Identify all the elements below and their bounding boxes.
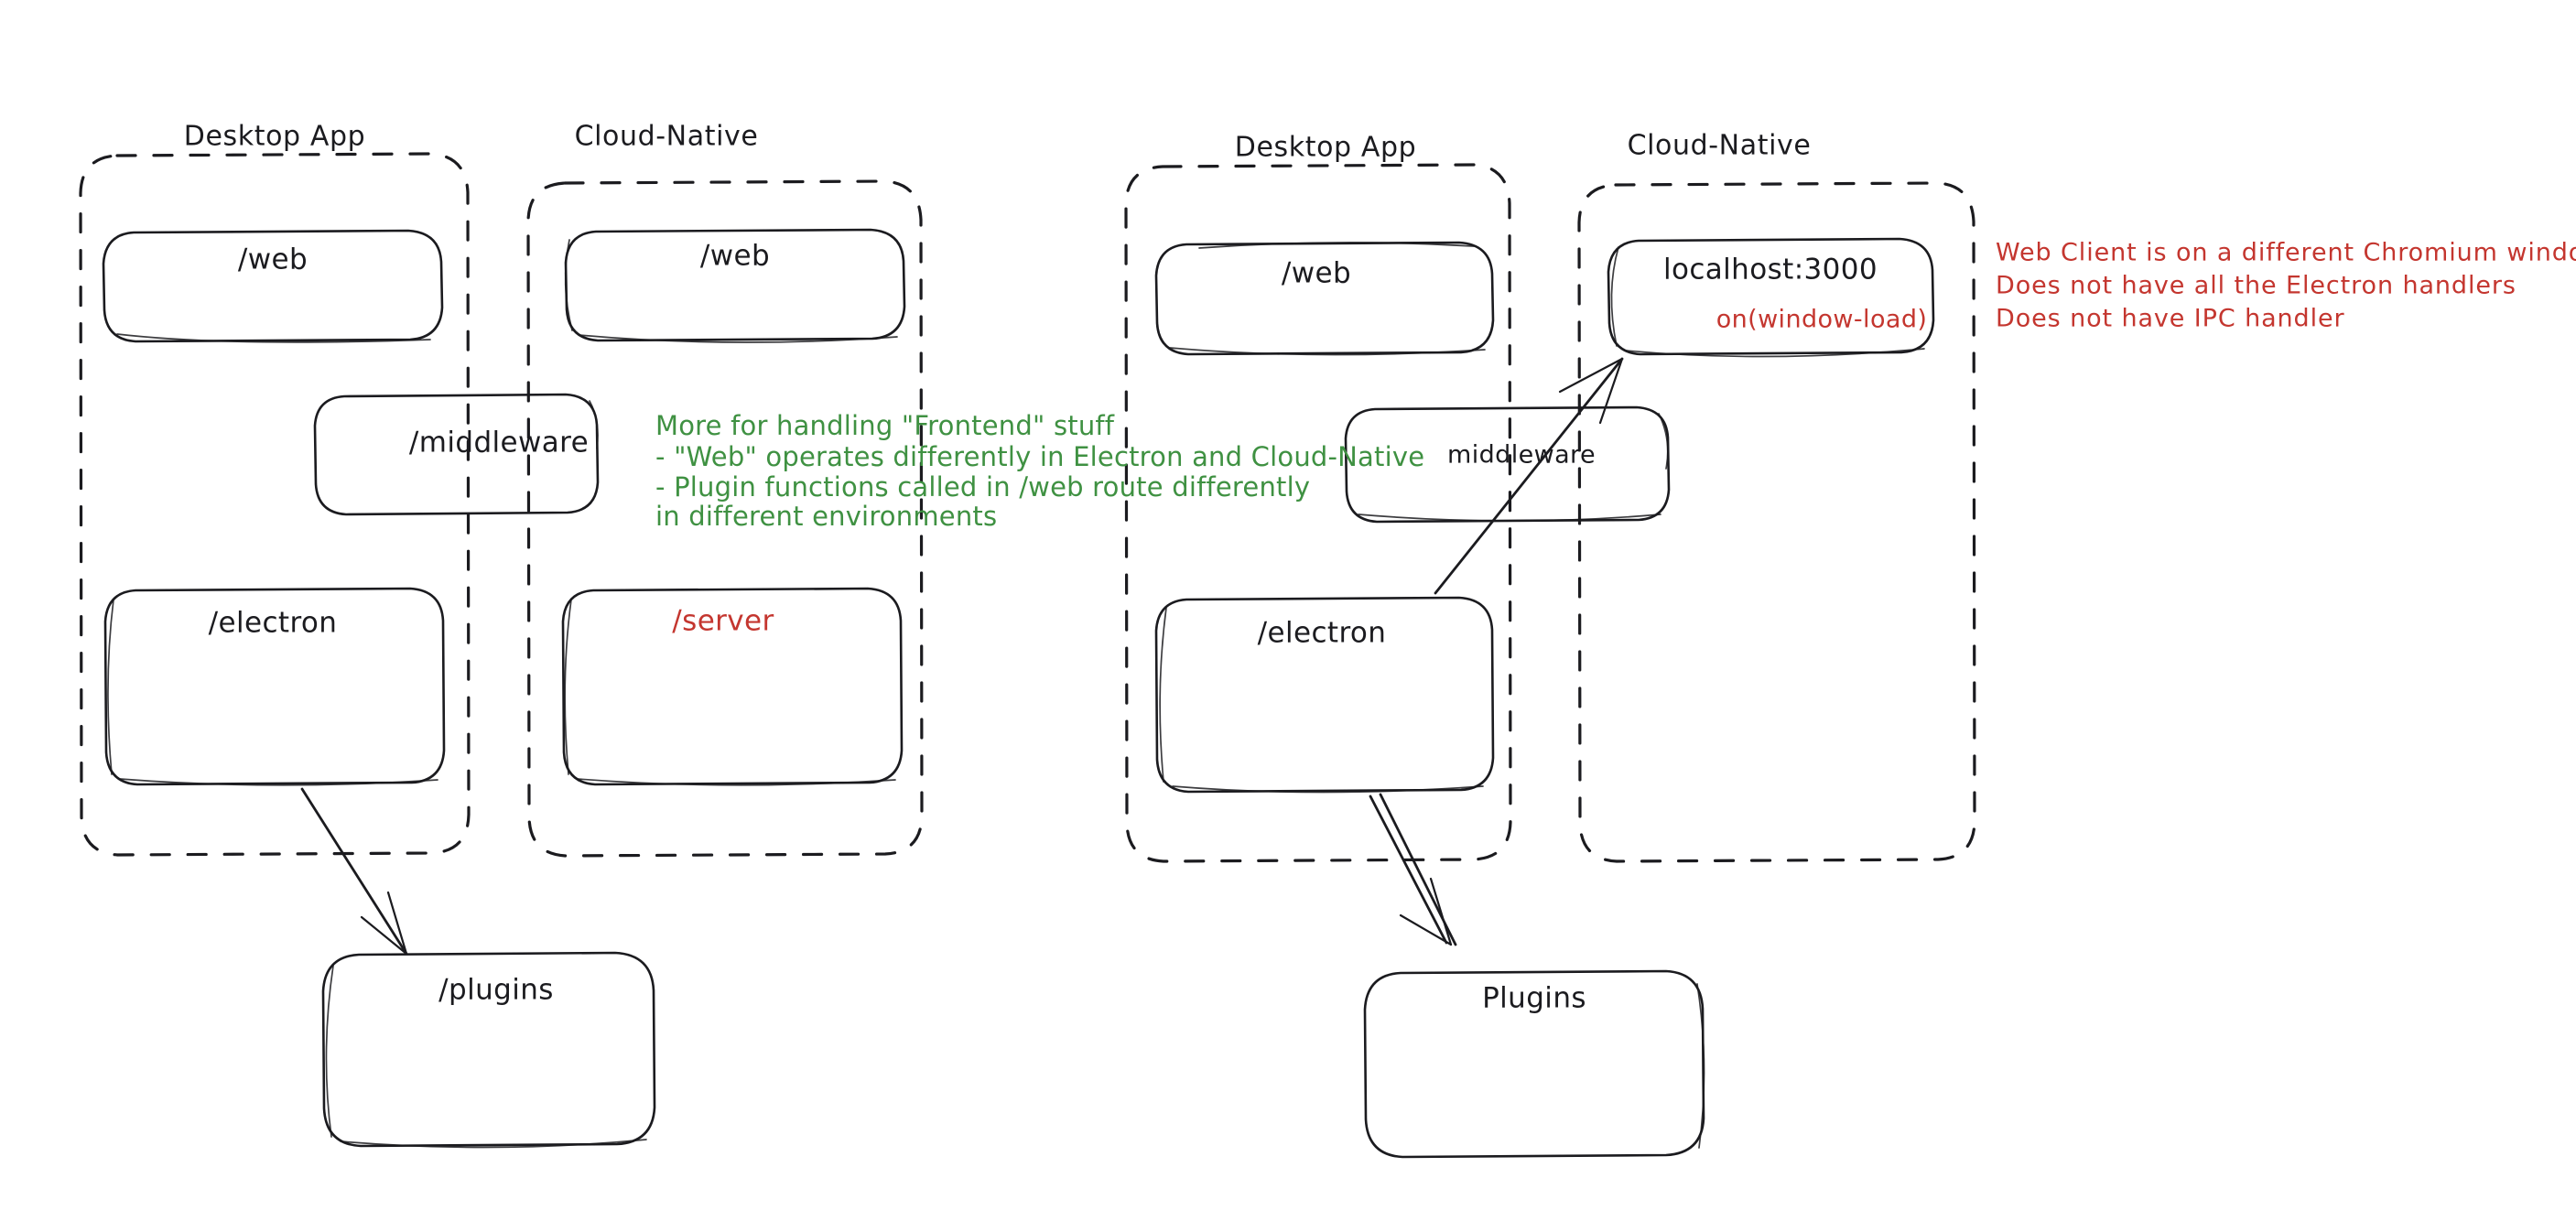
left-desktop-web-sketch-echo — [116, 333, 431, 343]
right-desktop-app-border — [1124, 163, 1512, 863]
left-server-sketch-echo-b — [577, 778, 896, 786]
right-plugins-sketch-echo — [1696, 983, 1705, 1149]
left-green-note: More for handling "Frontend" stuff - "We… — [655, 410, 1424, 532]
left-plugins-sketch-echo-a — [325, 965, 334, 1138]
right-red-note: Web Client is on a different Chromium wi… — [1996, 239, 2576, 333]
arrow-right-electron-to-plugins — [1369, 793, 1457, 946]
right-electron-label: /electron — [1258, 617, 1387, 650]
left-cloud-native-border — [526, 179, 924, 858]
box-left-plugins[interactable] — [321, 951, 656, 1149]
arrow-left-electron-to-plugins — [300, 787, 408, 956]
right-electron-sketch-echo-b — [1172, 785, 1484, 794]
left-desktop-app-border — [79, 152, 471, 857]
red-note-line-1: Web Client is on a different Chromium wi… — [1996, 239, 2576, 267]
left-cloud-native-label: Cloud-Native — [575, 121, 759, 153]
right-desktop-web-label: /web — [1282, 257, 1351, 290]
box-right-middleware[interactable] — [1344, 405, 1671, 524]
group-right-cloud-native — [1577, 181, 1976, 863]
right-desktop-web-outline — [1154, 241, 1495, 356]
group-left-cloud-native — [526, 179, 924, 858]
green-note-line-1: More for handling "Frontend" stuff — [655, 410, 1115, 441]
left-middleware-sketch-echo — [589, 400, 599, 449]
left-electron-sketch-echo-a — [107, 599, 114, 775]
left-electron-sketch-echo-b — [119, 778, 438, 786]
box-left-middleware[interactable] — [313, 393, 600, 516]
left-plugins-sketch-echo-b — [340, 1139, 647, 1149]
right-cloud-native-border — [1577, 181, 1976, 863]
arrow-right-electron-to-localhost — [1434, 357, 1624, 595]
right-plugins-label: Plugins — [1482, 982, 1586, 1015]
left-electron-outline — [103, 587, 446, 786]
right-localhost-label: localhost:3000 — [1663, 254, 1878, 286]
left-desktop-app-label: Desktop App — [184, 121, 365, 153]
green-note-line-3: - Plugin functions called in /web route … — [655, 471, 1310, 503]
box-right-desktop-web[interactable] — [1154, 241, 1495, 356]
right-electron-outline — [1154, 596, 1495, 794]
right-middleware-label: middleware — [1447, 441, 1596, 470]
red-note-line-3: Does not have IPC handler — [1996, 305, 2345, 333]
green-note-line-4: in different environments — [655, 501, 997, 532]
left-cloud-web-label: /web — [700, 240, 770, 273]
left-cloud-web-sketch-echo-a — [564, 239, 573, 331]
right-localhost-outline — [1607, 237, 1935, 356]
right-middleware-sketch-echo-a — [1658, 413, 1669, 470]
right-desktop-web-sketch-echo-a — [1198, 242, 1475, 249]
left-plugins-outline — [321, 951, 656, 1148]
right-electron-sketch-echo-a — [1159, 607, 1167, 783]
right-desktop-web-sketch-echo-b — [1169, 347, 1486, 356]
right-desktop-app-label: Desktop App — [1235, 132, 1416, 164]
right-localhost-sublabel: on(window-load) — [1716, 306, 1928, 334]
left-server-sketch-echo-a — [564, 599, 572, 775]
left-server-outline — [561, 587, 904, 786]
left-plugins-label: /plugins — [438, 974, 554, 1007]
right-middleware-sketch-echo-b — [1358, 513, 1661, 522]
group-left-desktop-app — [79, 152, 471, 857]
box-left-cloud-web[interactable] — [564, 228, 906, 343]
box-right-plugins[interactable] — [1363, 969, 1705, 1159]
box-right-localhost[interactable] — [1607, 237, 1935, 358]
right-localhost-sketch-echo-b — [1625, 348, 1925, 358]
box-left-electron[interactable] — [103, 587, 446, 786]
right-middleware-outline — [1344, 405, 1671, 524]
green-note-line-2: - "Web" operates differently in Electron… — [655, 441, 1424, 472]
right-localhost-sketch-echo-a — [1610, 246, 1619, 347]
group-right-desktop-app — [1124, 163, 1512, 863]
left-middleware-label: /middleware — [409, 427, 589, 459]
left-cloud-web-sketch-echo-b — [578, 334, 898, 343]
red-note-line-2: Does not have all the Electron handlers — [1996, 272, 2516, 300]
left-electron-label: /electron — [209, 607, 338, 640]
box-left-server[interactable] — [561, 587, 904, 786]
left-server-label: /server — [672, 605, 774, 638]
box-right-electron[interactable] — [1154, 596, 1495, 794]
left-desktop-web-label: /web — [238, 243, 308, 276]
right-cloud-native-label: Cloud-Native — [1628, 130, 1812, 162]
box-left-desktop-web[interactable] — [102, 229, 444, 343]
